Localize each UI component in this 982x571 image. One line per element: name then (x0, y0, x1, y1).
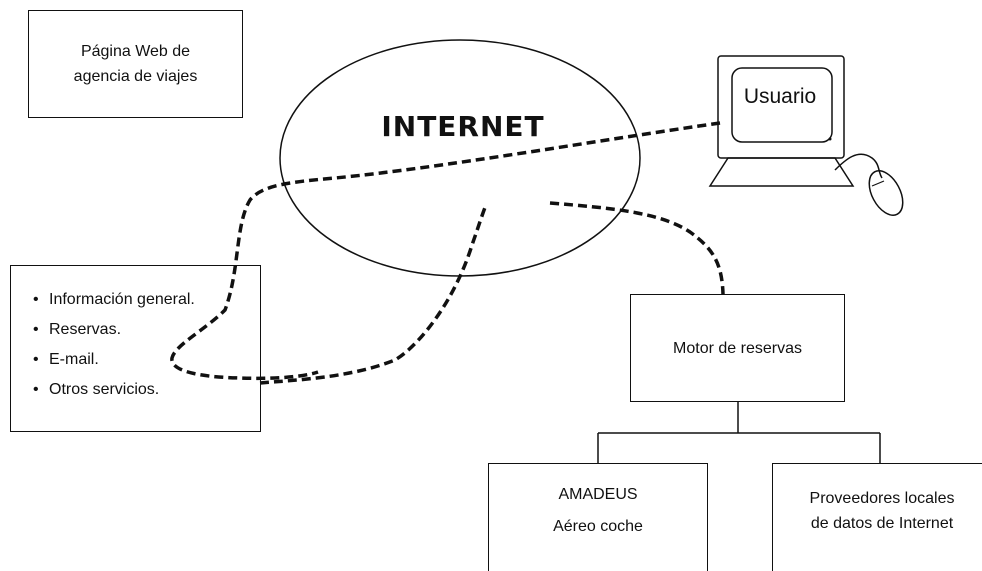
internet-label: INTERNET (381, 110, 545, 143)
user-label: Usuario (743, 85, 817, 108)
service-label: Reservas. (49, 321, 122, 338)
engine-link (549, 201, 725, 295)
bullet: • (33, 351, 39, 368)
booking-engine-label: Motor de reservas (673, 339, 802, 357)
dashed-connections (170, 121, 725, 385)
list-item: • E-mail. (33, 345, 195, 375)
local-providers-line2: de datos de Internet (810, 515, 954, 532)
travel-agency-line1: Página Web de (80, 43, 191, 60)
service-label: E-mail. (49, 351, 99, 368)
mouse-icon (834, 153, 904, 216)
tree-connectors (597, 401, 881, 463)
travel-agency-line2: agencia de viajes (73, 68, 198, 85)
local-providers-box: Proveedores locales de datos de Internet (772, 463, 982, 571)
internet-ellipse (279, 39, 641, 277)
booking-engine-box: Motor de reservas (630, 294, 845, 402)
list-item: • Reservas. (33, 315, 195, 345)
email-link (259, 204, 488, 385)
amadeus-line2: Aéreo coche (553, 518, 643, 535)
services-list: • Información general. • Reservas. • E-mail… (33, 285, 195, 405)
travel-agency-box: Página Web de agencia de viajes (28, 10, 243, 118)
list-item: • Información general. (33, 285, 195, 315)
amadeus-box: AMADEUS Aéreo coche (488, 463, 708, 571)
amadeus-line1: AMADEUS (558, 486, 638, 503)
bullet: • (33, 381, 39, 398)
service-label: Información general. (49, 291, 195, 308)
computer-icon (708, 55, 855, 187)
bullet: • (33, 321, 39, 338)
bullet: • (33, 291, 39, 308)
user-to-services-link (170, 121, 721, 381)
service-label: Otros servicios. (49, 381, 160, 398)
services-box: • Información general. • Reservas. • E-mail… (10, 265, 261, 432)
list-item: • Otros servicios. (33, 375, 195, 405)
local-providers-line1: Proveedores locales (809, 490, 955, 507)
